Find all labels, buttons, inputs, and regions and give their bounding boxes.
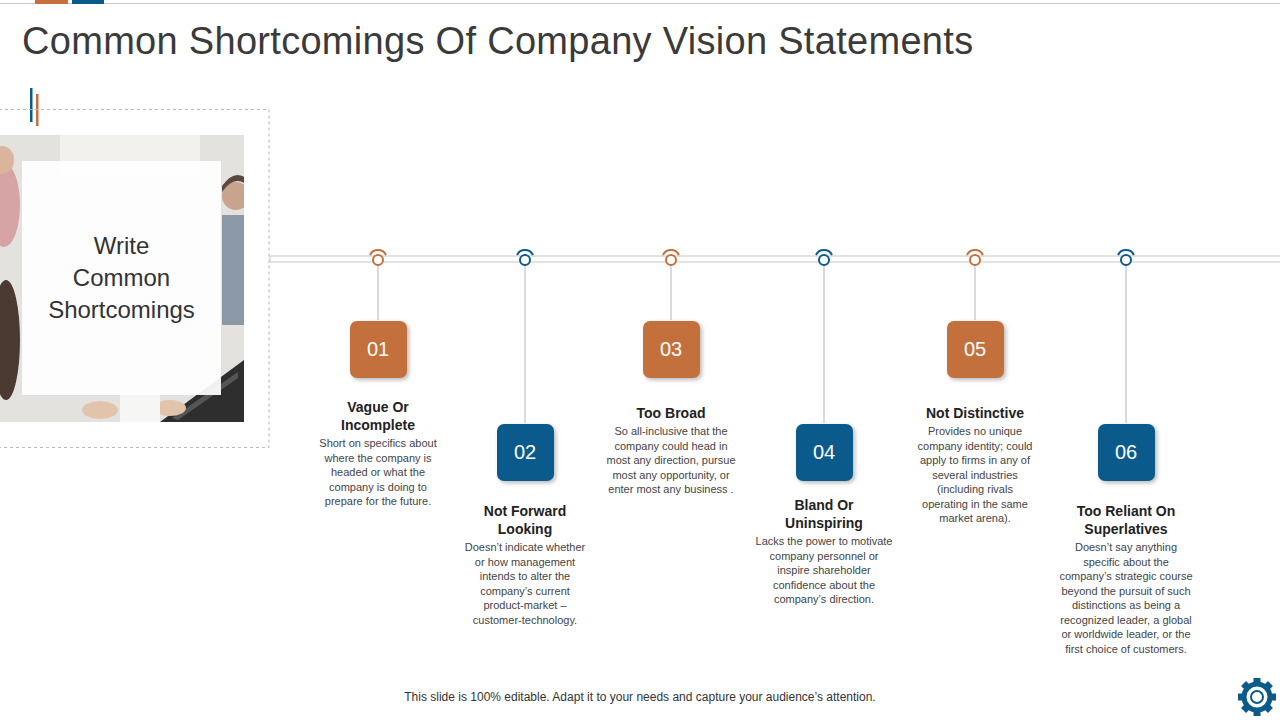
leader-line: [824, 266, 825, 423]
timeline-pin: [1118, 250, 1134, 265]
pin-dot: [819, 255, 829, 265]
item-heading: Too Reliant On Superlatives: [1066, 502, 1186, 538]
top-rule: [0, 3, 1280, 4]
photo-person: [0, 146, 14, 174]
number-box: 06Too Reliant On SuperlativesDoesn’t say…: [1098, 424, 1155, 481]
leader-line: [378, 266, 379, 320]
item-description: Provides no unique company identity; cou…: [916, 424, 1034, 526]
photo-person: [0, 163, 20, 247]
item-heading: Not Forward Looking: [475, 502, 575, 538]
pin-dot: [666, 255, 676, 265]
leader-line: [1126, 266, 1127, 423]
text-group: Bland Or UninspiringLacks the power to m…: [754, 496, 894, 607]
photo-hair: [0, 280, 20, 400]
callout-number: 05: [947, 321, 1004, 378]
photo-ground: [0, 135, 244, 422]
item-heading: Too Broad: [606, 404, 736, 422]
pin-dot: [1121, 255, 1131, 265]
office-photo: [0, 135, 244, 422]
pin-dot: [520, 255, 530, 265]
photo-paper: [120, 395, 160, 422]
timeline-pin: [967, 250, 983, 265]
text-group: Too Broad So all-inclusive that the compa…: [605, 404, 737, 497]
gear-icon: [1238, 678, 1276, 716]
callout-number: 01: [350, 321, 407, 378]
number-box: 01Vague Or IncompleteShort on specifics …: [350, 321, 407, 378]
timeline-pin: [663, 250, 679, 265]
leader-line: [525, 266, 526, 423]
callout-number: 02: [497, 424, 554, 481]
callout-number: 03: [643, 321, 700, 378]
text-group: Vague Or IncompleteShort on specifics ab…: [319, 398, 437, 509]
callout-number: 04: [796, 424, 853, 481]
dashed-frame: [0, 110, 269, 448]
accent-bar: [35, 0, 68, 4]
photo-person: [222, 215, 244, 325]
accent-bar: [30, 88, 33, 122]
title-panel: Write Common Shortcomings: [22, 161, 221, 395]
photo-hair: [222, 175, 244, 192]
item-heading: Not Distinctive: [910, 404, 1040, 422]
item-description: Lacks the power to motivate company pers…: [754, 534, 894, 607]
text-group: Not Forward LookingDoesn’t indicate whet…: [464, 502, 586, 627]
callout-number: 06: [1098, 424, 1155, 481]
item-description: Short on specifics about where the compa…: [319, 436, 437, 509]
slide-title: Common Shortcomings Of Company Vision St…: [22, 20, 973, 63]
leader-line: [671, 266, 672, 320]
pin-dot: [970, 255, 980, 265]
timeline-pin: [816, 250, 832, 265]
gear-hub: [1251, 691, 1263, 703]
number-box: 05Not DistinctiveProvides no unique comp…: [947, 321, 1004, 378]
text-group: Not DistinctiveProvides no unique compan…: [910, 404, 1040, 526]
timeline-pins: [370, 250, 1134, 265]
panel-heading: Write Common Shortcomings: [46, 230, 198, 326]
leader-lines: [378, 266, 1126, 423]
item-description: So all-inclusive that the company could …: [605, 424, 737, 497]
gear-ring: [1244, 684, 1270, 710]
item-description: Doesn’t indicate whether or how manageme…: [464, 540, 586, 627]
number-box: 02Not Forward LookingDoesn’t indicate wh…: [497, 424, 554, 481]
item-heading: Vague Or Incomplete: [328, 398, 428, 434]
number-box: 03Too BroadSo all-inclusive that the com…: [643, 321, 700, 378]
timeline-pin: [370, 250, 386, 265]
accent-bar: [72, 0, 104, 4]
item-description: Doesn’t say anything specific about the …: [1056, 540, 1196, 656]
text-group: Too Reliant On SuperlativesDoesn’t say a…: [1056, 502, 1196, 656]
item-heading: Bland Or Uninspiring: [774, 496, 874, 532]
number-box: 04Bland Or UninspiringLacks the power to…: [796, 424, 853, 481]
footer-caption: This slide is 100% editable. Adapt it to…: [0, 690, 1280, 704]
timeline-pin: [517, 250, 533, 265]
photo-hand: [82, 401, 118, 419]
leader-line: [975, 266, 976, 320]
pin-dot: [373, 255, 383, 265]
